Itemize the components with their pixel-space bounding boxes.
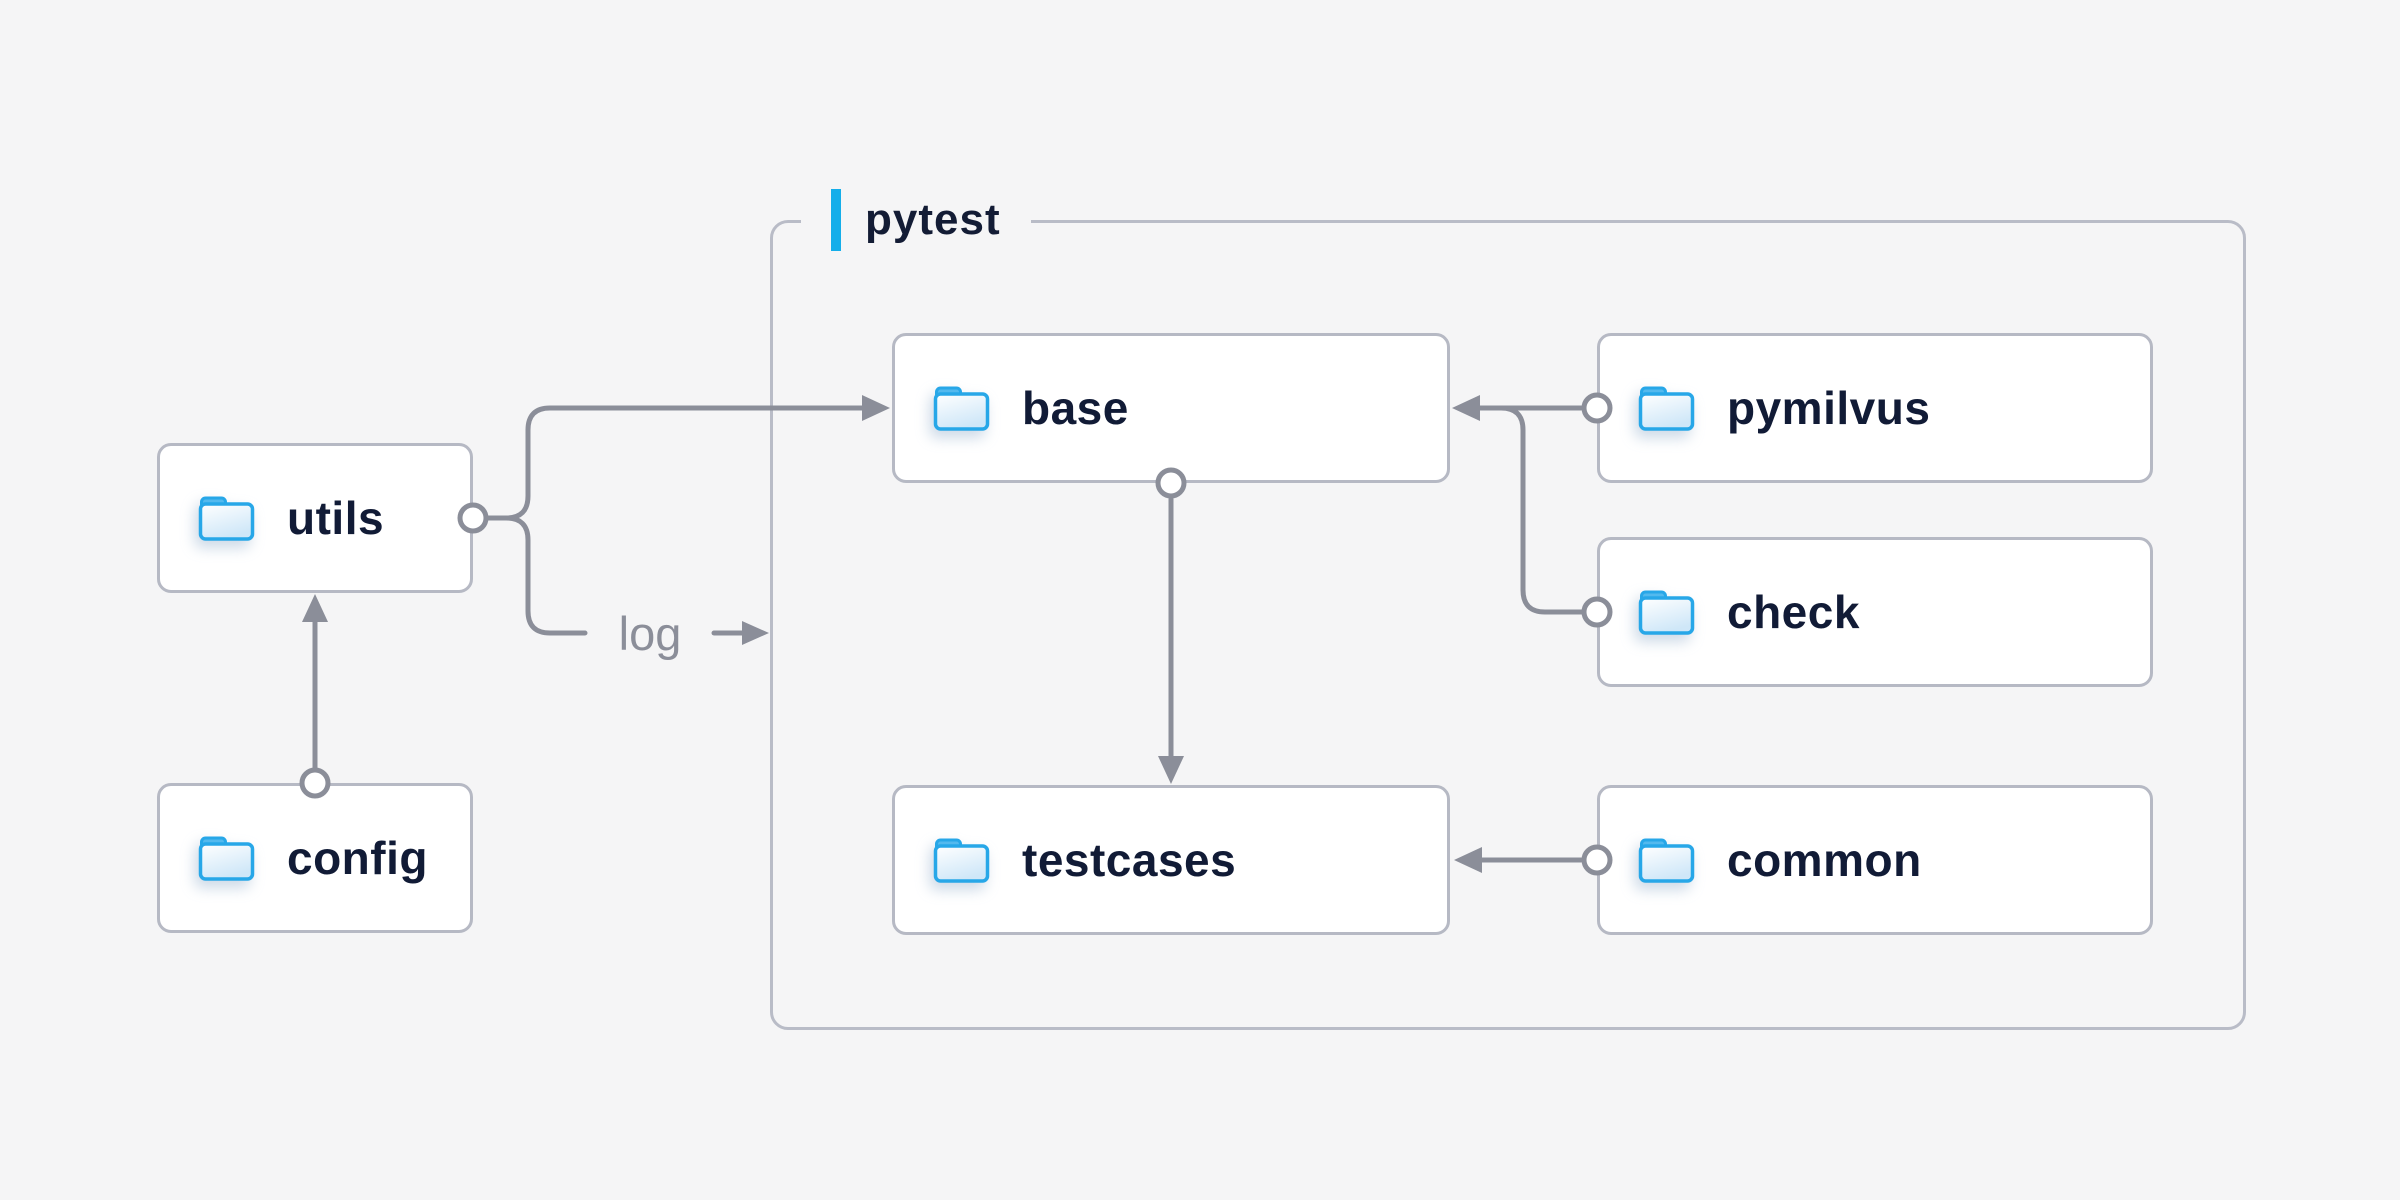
folder-icon <box>933 837 990 883</box>
node-label: config <box>287 832 428 884</box>
folder-icon <box>1638 837 1695 883</box>
edge-utils-log: log <box>457 502 769 660</box>
node-config: config <box>157 783 473 933</box>
pytest-container: pytest <box>770 187 2246 1030</box>
folder-icon <box>198 835 255 881</box>
container-title: pytest <box>865 195 1001 244</box>
node-common: common <box>1597 785 2153 935</box>
node-label: testcases <box>1022 834 1237 886</box>
node-testcases: testcases <box>892 785 1450 935</box>
node-base: base <box>892 333 1450 483</box>
log-edge-label: log <box>619 607 682 660</box>
folder-icon <box>1638 385 1695 431</box>
accent-bar-icon <box>831 189 841 251</box>
folder-icon <box>1638 589 1695 635</box>
edge-config-utils <box>299 594 331 799</box>
node-label: pymilvus <box>1727 382 1931 434</box>
node-label: common <box>1727 834 1922 886</box>
node-label: utils <box>287 492 385 544</box>
node-label: base <box>1022 382 1129 434</box>
node-check: check <box>1597 537 2153 687</box>
folder-icon <box>198 495 255 541</box>
folder-icon <box>933 385 990 431</box>
node-utils: utils <box>157 443 473 593</box>
node-label: check <box>1727 586 1860 638</box>
pytest-container-label: pytest <box>801 187 1031 253</box>
node-pymilvus: pymilvus <box>1597 333 2153 483</box>
